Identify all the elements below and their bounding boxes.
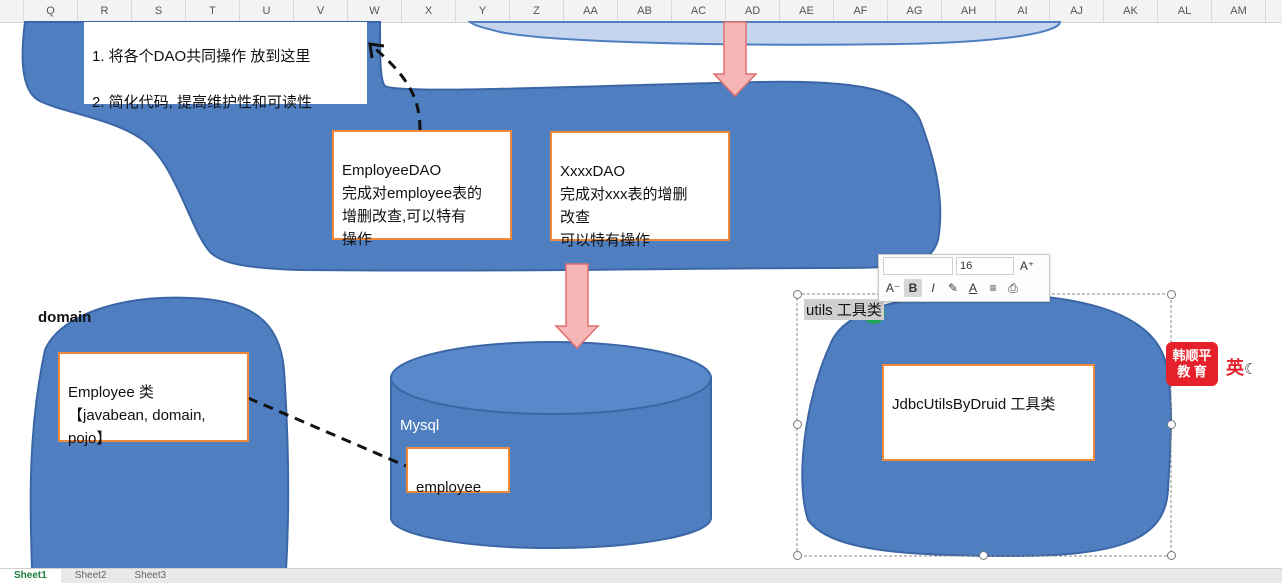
format-painter-icon[interactable]: ⎙ [1008, 281, 1018, 295]
column-header-ae[interactable]: AE [780, 0, 834, 22]
column-header-x[interactable]: X [402, 0, 456, 22]
employee-class-box[interactable]: Employee 类 【javabean, domain, pojo】 [58, 352, 249, 447]
column-header-ak[interactable]: AK [1104, 0, 1158, 22]
align-icon[interactable]: ≡ [989, 281, 997, 295]
mini-format-toolbar: 16 A⁺ A⁻ B I ✎ A ≡ ⎙ [878, 254, 1050, 302]
font-name-input[interactable] [883, 257, 953, 275]
column-header-al[interactable]: AL [1158, 0, 1212, 22]
font-size-input[interactable]: 16 [956, 257, 1014, 275]
sheet-tab-3[interactable]: Sheet3 [134, 570, 167, 581]
top-cloud-shape[interactable] [467, 21, 1062, 46]
column-header-aa[interactable]: AA [564, 0, 618, 22]
column-header-w[interactable]: W [348, 0, 402, 22]
domain-label: domain [38, 309, 92, 326]
column-header-z[interactable]: Z [510, 0, 564, 22]
down-arrow-middle [554, 263, 600, 350]
mysql-cylinder-body[interactable] [390, 377, 712, 549]
employee-dao-text: EmployeeDAO 完成对employee表的 增删改查,可以特有 操作 [342, 162, 483, 248]
note-line-2: 2. 简化代码, 提高维护性和可读性 [92, 94, 313, 111]
resize-handle-ml[interactable] [793, 420, 802, 429]
note-box[interactable]: 1. 将各个DAO共同操作 放到这里 2. 简化代码, 提高维护性和可读性 [84, 22, 367, 111]
column-header-ad[interactable]: AD [726, 0, 780, 22]
dashed-connector-domain [247, 396, 407, 468]
mysql-label: Mysql [400, 417, 440, 434]
down-arrow-top [712, 21, 758, 98]
resize-handle-bm[interactable] [979, 551, 988, 560]
sheet-tab-1[interactable]: Sheet1 [0, 569, 61, 583]
column-header-am[interactable]: AM [1212, 0, 1266, 22]
column-header-r[interactable]: R [78, 0, 132, 22]
column-header-t[interactable]: T [186, 0, 240, 22]
font-size-value: 16 [960, 260, 973, 272]
column-header-q[interactable]: Q [24, 0, 78, 22]
bold-button[interactable]: B [904, 279, 922, 297]
employee-dao-box[interactable]: EmployeeDAO 完成对employee表的 增删改查,可以特有 操作 [332, 130, 512, 248]
resize-handle-tl[interactable] [793, 290, 802, 299]
resize-handle-tr[interactable] [1167, 290, 1176, 299]
grow-font-button[interactable]: A⁺ [1019, 259, 1035, 273]
column-header-v[interactable]: V [294, 0, 348, 22]
brand-badge: 韩顺平 教 育 [1166, 342, 1218, 386]
column-header-ag[interactable]: AG [888, 0, 942, 22]
jdbc-utils-box[interactable]: JdbcUtilsByDruid 工具类 [882, 364, 1095, 461]
resize-handle-mr[interactable] [1167, 420, 1176, 429]
xxx-dao-box[interactable]: XxxxDAO 完成对xxx表的增删 改查 可以特有操作 [550, 131, 730, 249]
column-header-ai[interactable]: AI [996, 0, 1050, 22]
column-header-u[interactable]: U [240, 0, 294, 22]
column-header-y[interactable]: Y [456, 0, 510, 22]
column-header-aj[interactable]: AJ [1050, 0, 1104, 22]
dashed-connector-dao-arrowhead [368, 42, 385, 59]
column-header-ab[interactable]: AB [618, 0, 672, 22]
utils-label[interactable]: utils 工具类 [804, 299, 884, 320]
sheet-tabs: Sheet1 Sheet2 Sheet3 [0, 568, 1282, 583]
column-header-s[interactable]: S [132, 0, 186, 22]
employee-table-text: employee [416, 479, 482, 496]
column-header-spacer [0, 0, 24, 22]
column-header-ah[interactable]: AH [942, 0, 996, 22]
brand-badge-line-1: 韩顺平 [1172, 348, 1212, 363]
employee-class-text: Employee 类 【javabean, domain, pojo】 [68, 384, 206, 447]
ime-text: 英 [1226, 358, 1244, 378]
ime-indicator[interactable]: 英☾ [1226, 354, 1257, 380]
italic-button[interactable]: I [931, 281, 935, 295]
column-header-ac[interactable]: AC [672, 0, 726, 22]
brand-badge-line-2: 教 育 [1177, 364, 1207, 379]
dashed-connector-dao [371, 44, 422, 131]
employee-table-box[interactable]: employee [406, 447, 510, 496]
shrink-font-button[interactable]: A⁻ [885, 281, 901, 295]
jdbc-utils-text: JdbcUtilsByDruid 工具类 [892, 396, 1056, 413]
moon-icon: ☾ [1244, 361, 1258, 378]
resize-handle-br[interactable] [1167, 551, 1176, 560]
font-color-button[interactable]: A [968, 281, 977, 295]
mysql-cylinder-top [390, 341, 712, 415]
highlight-icon[interactable]: ✎ [947, 281, 959, 295]
column-header-af[interactable]: AF [834, 0, 888, 22]
note-line-1: 1. 将各个DAO共同操作 放到这里 [92, 48, 311, 65]
resize-handle-bl[interactable] [793, 551, 802, 560]
xxx-dao-text: XxxxDAO 完成对xxx表的增删 改查 可以特有操作 [560, 163, 688, 249]
sheet-tab-2[interactable]: Sheet2 [74, 570, 107, 581]
